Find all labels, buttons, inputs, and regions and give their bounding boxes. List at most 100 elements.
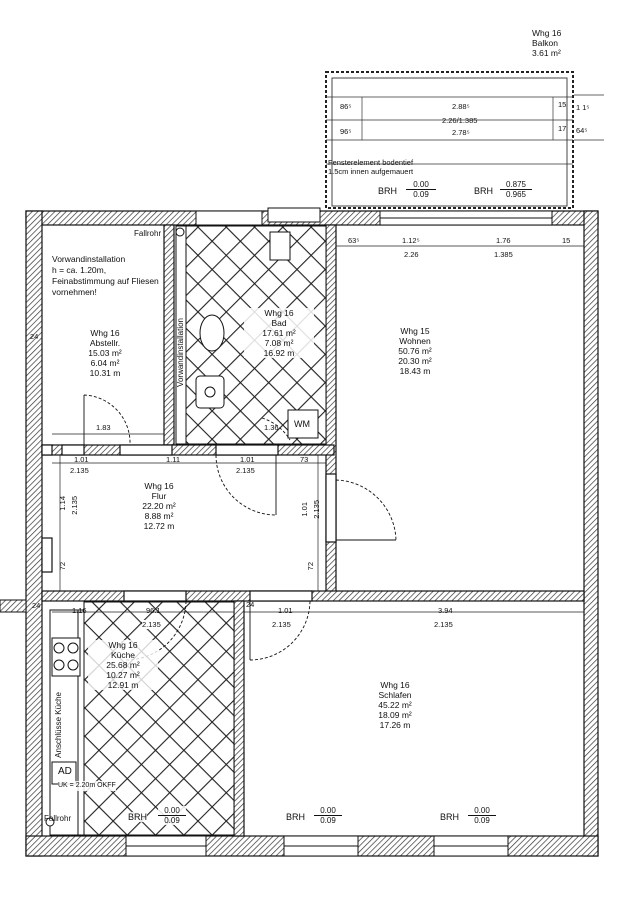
wm-label: WM [294,419,310,429]
flur-dim-a: 1.83 [96,423,111,432]
balkon-dim-c: 2.88⁵ [452,102,470,111]
flur-dim-i: 1.14 [58,496,67,511]
kueche-brh-num: 0.00 [158,806,186,816]
fenster-note-2: 1.5cm innen aufgemauert [328,167,414,176]
wohnen-dim-e: 1.385 [494,250,513,259]
flur-room: Flur [151,491,167,501]
kueche-dim-d: 24 [246,600,255,609]
abstellr-room: Abstellr. [89,338,121,348]
balkon-brh-1-num: 0.00 [406,180,436,190]
schlafen-room: Schlafen [378,690,412,700]
ad-label: AD [58,766,72,777]
dim-left-24: 24 [30,332,39,341]
flur-dim-m: 72 [58,562,67,571]
schlafen-name: Whg 16 [380,680,410,690]
kueche-a1: 25.68 m² [106,660,140,670]
flur-a3: 12.72 m [143,521,175,531]
flur-dim-o: 24 [32,601,41,610]
vorwand-vertical: Vorwandinstallation [176,318,185,387]
flur-dim-n: 72 [306,562,315,571]
schlafen-a3: 17.26 m [379,720,411,730]
vorwand-note-3: Feinabstimmung auf Fliesen [52,276,159,286]
wohnen-a2: 20.30 m² [398,356,432,366]
bad-a3: 16.92 m [263,348,295,358]
flur-a1: 22.20 m² [142,501,176,511]
balkon-brh-1-label: BRH [378,186,398,196]
flur-dim-c: 1.01 [74,455,89,464]
balkon-dim-f: 15 [558,100,567,109]
flur-a2: 8.88 m² [144,511,174,521]
schlafen-dim-a: 1.01 [278,606,293,615]
schlafen-a2: 18.09 m² [378,710,412,720]
flur-dim-f: 1.01 [240,455,255,464]
schlafen-brh-1-den: 0.09 [320,816,336,825]
flur-dim-l: 2.135 [312,500,321,519]
schlafen-dim-b: 2.135 [272,620,291,629]
balkon-dim-a: 86⁵ [340,102,352,111]
balkon-brh-2-den: 0.965 [505,190,527,199]
vorwand-note-1: Vorwandinstallation [52,254,126,264]
bad-a1: 17.61 m² [262,328,296,338]
flur-dim-g: 2.135 [236,466,255,475]
fenster-note-1: Fensterelement bodentief [328,158,414,167]
inner-walls [41,224,585,837]
vorwand-note-2: h = ca. 1.20m, [52,265,107,275]
balkon-area: 3.61 m² [532,48,561,58]
bath-fixtures [175,225,319,445]
flur-dim-h: 73 [300,455,309,464]
balkon-dim-e: 2.78⁵ [452,128,470,137]
wohnen-dim-b: 1.12⁵ [402,236,420,245]
fallrohr-bottom: Fallrohr [44,814,72,823]
balkon-dim-g: 1 1⁵ [576,103,590,112]
schlafen-brh-2-num: 0.00 [468,806,496,816]
kueche-dim-c: 2.135 [142,620,161,629]
abstellr-a3: 10.31 m [89,368,121,378]
wohnen-name: Whg 15 [400,326,430,336]
wohnen-room: Wohnen [399,336,431,346]
balkon-dim-d: 2.26/1.385 [442,116,478,125]
wohnen-dim-f: 15 [562,236,571,245]
abstellr-a2: 6.04 m² [90,358,120,368]
anschluss-kueche: Anschlüsse Küche [54,692,63,758]
wohnen-a1: 50.76 m² [398,346,432,356]
kueche-brh-label: BRH [128,812,148,822]
kueche-room: Küche [110,650,136,660]
schlafen-brh-2-den: 0.09 [474,816,490,825]
flur-dim-b: 1.36 [264,423,279,432]
schlafen-dim-d: 2.135 [434,620,453,629]
flur-dim-k: 1.01 [300,502,309,517]
schlafen-a1: 45.22 m² [378,700,412,710]
balkon-dim-i: 64⁵ [576,126,588,135]
kitchen-fixtures [45,227,185,836]
flur-dim-e: 1.11 [166,455,181,464]
outer-walls [0,207,599,857]
balkon-name: Whg 16 [532,28,562,38]
kueche-a2: 10.27 m² [106,670,140,680]
schlafen-brh-1-label: BRH [286,812,306,822]
flur-name: Whg 16 [144,481,174,491]
kueche-brh-den: 0.09 [164,816,180,825]
balkon-brh-2-num: 0.875 [500,180,532,190]
bad-a2: 7.08 m² [264,338,294,348]
wohnen-dim-c: 2.26 [404,250,419,259]
balkon-brh-1-den: 0.09 [413,190,429,199]
vorwand-note-4: vornehmen! [52,287,97,297]
balkon-dim-h: 17 [558,124,567,133]
balcony [325,71,604,209]
dimension-lines [52,245,584,613]
kueche-a3: 12.91 m [107,680,139,690]
wohnen-a3: 18.43 m [399,366,431,376]
wohnen-dim-a: 63⁵ [348,236,360,245]
balkon-dim-b: 96⁵ [340,127,352,136]
schlafen-brh-2-label: BRH [440,812,460,822]
abstellr-a1: 15.03 m² [88,348,122,358]
fallrohr-top: Fallrohr [134,229,162,238]
bad-name: Whg 16 [264,308,294,318]
wohnen-dim-d: 1.76 [496,236,511,245]
kueche-dim-b: 96.1 [146,606,161,615]
balkon-brh-2-label: BRH [474,186,494,196]
abstellr-name: Whg 16 [90,328,120,338]
kueche-dim-a: 1.16 [72,606,87,615]
schlafen-dim-c: 3.94 [438,606,453,615]
